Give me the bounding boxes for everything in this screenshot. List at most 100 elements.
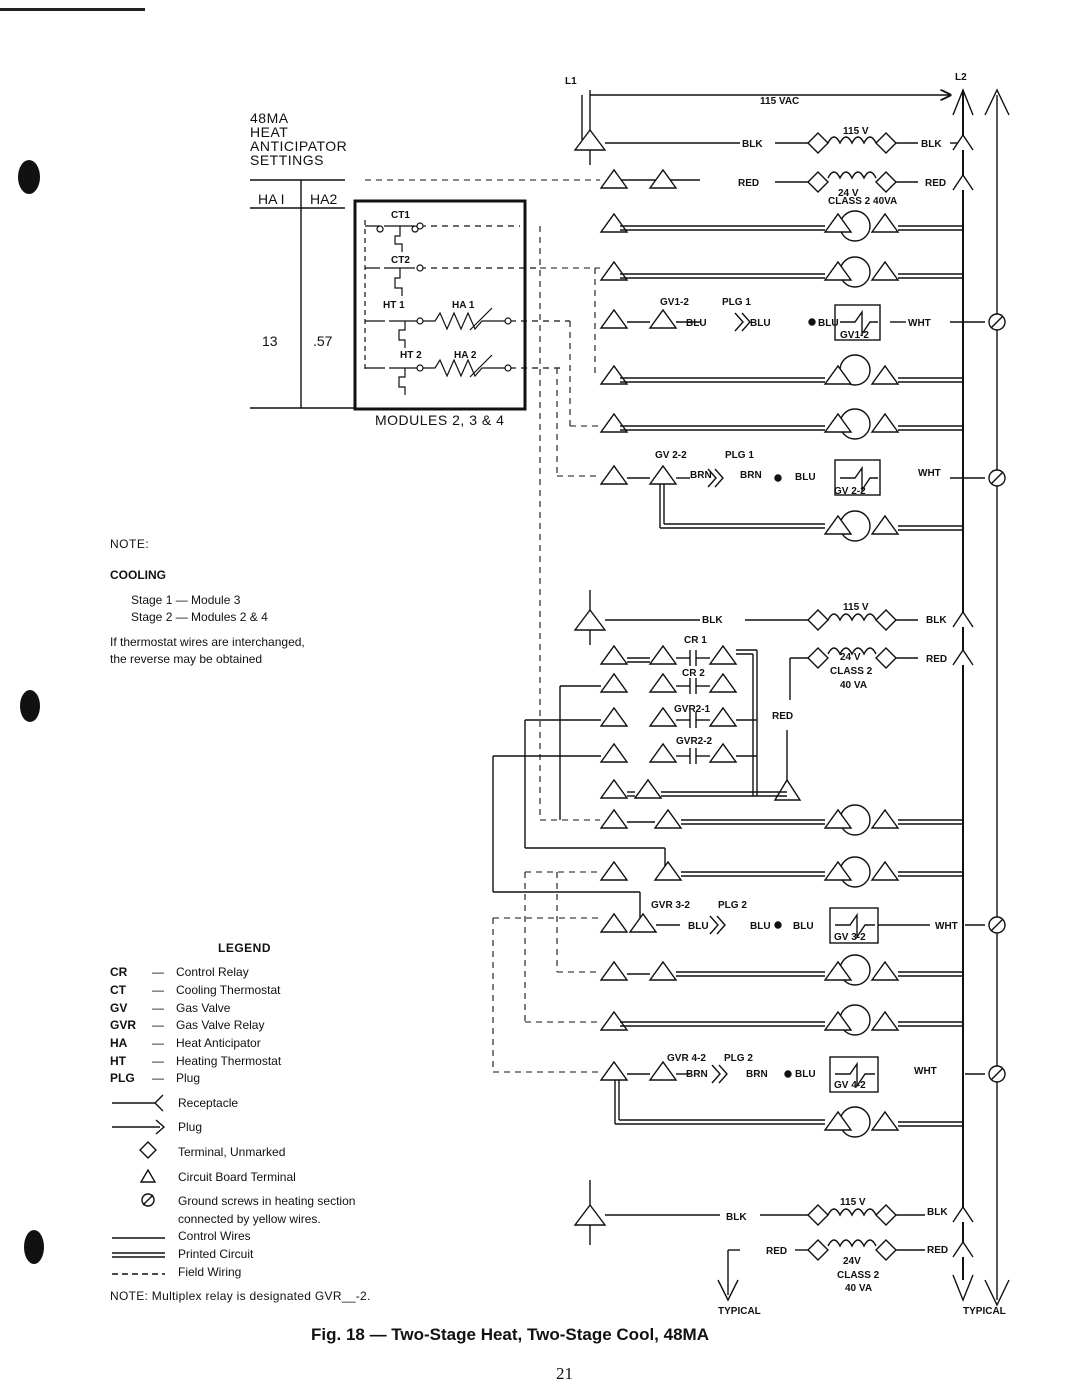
gv2-2-label: GV 2-2 (655, 450, 687, 461)
wire-label-brn: BRN (690, 470, 712, 481)
wire-label-blu: BLU (686, 318, 707, 329)
module-box (353, 199, 527, 411)
plg1-label: PLG 1 (722, 297, 751, 308)
primary-voltage: 115 V (840, 1197, 866, 1208)
wire-label-red: RED (927, 1245, 948, 1256)
wire-label-red: RED (738, 178, 759, 189)
legend-item: GV—Gas Valve (110, 1001, 231, 1015)
gv1-2-label: GV1-2 (660, 297, 689, 308)
transformer-group-2 (573, 590, 974, 801)
terminal-diamond-icon (139, 1141, 157, 1159)
secondary-voltage: 24 V (838, 188, 859, 199)
ht1-label: HT 1 (383, 300, 405, 311)
gv3-2-box-label: GV 3-2 (834, 932, 866, 943)
legend-title: LEGEND (218, 941, 272, 955)
legend-abbr: GV (110, 1001, 128, 1015)
rail-arrow-down (984, 1279, 1010, 1307)
note-label: NOTE: (110, 537, 150, 551)
legend-abbr: PLG (110, 1071, 135, 1085)
legend-item: PLG—Plug (110, 1071, 201, 1085)
wire-label-blk: BLK (702, 615, 723, 626)
thermostat-schematic (364, 220, 570, 395)
wire-label-red: RED (926, 654, 947, 665)
cooling-title: COOLING (110, 568, 166, 582)
wire-label-wht: WHT (908, 318, 931, 329)
header-line1: 48MA (250, 110, 289, 126)
legend-desc: Plug (176, 1071, 201, 1085)
legend-desc: Control Relay (176, 965, 249, 979)
control-wires-label: Control Wires (178, 1229, 251, 1243)
cr2-label: CR 2 (682, 668, 705, 679)
legend-symbols (112, 1094, 166, 1275)
circuit-board-terminal-icon (139, 1168, 157, 1183)
legend-desc: Heat Anticipator (176, 1036, 261, 1050)
figure-caption: Fig. 18 — Two-Stage Heat, Two-Stage Cool… (311, 1325, 709, 1344)
binder-hole (20, 690, 40, 722)
gv2-2-box-label: GV 2-2 (834, 486, 866, 497)
class2-label: CLASS 2 40VA (828, 196, 897, 207)
header-line3: ANTICIPATOR (250, 138, 348, 154)
header-line4: SETTINGS (250, 152, 325, 168)
wire-label-red: RED (925, 178, 946, 189)
wire-label-red: RED (772, 711, 793, 722)
binder-hole (24, 1230, 44, 1264)
wire-label-blu: BLU (795, 1069, 816, 1080)
legend-item: GVR—Gas Valve Relay (110, 1018, 265, 1032)
field-wiring (365, 179, 600, 1073)
settings-col1: HA I (258, 191, 285, 207)
legend-item: HT—Heating Thermostat (110, 1054, 282, 1068)
settings-val1: 13 (262, 333, 278, 349)
plug-label: Plug (178, 1120, 203, 1134)
plg1-label-2: PLG 1 (725, 450, 754, 461)
wire-label-blu: BLU (750, 921, 771, 932)
settings-val2: .57 (313, 333, 333, 349)
wire-label-wht: WHT (935, 921, 958, 932)
wire-label-blu: BLU (750, 318, 771, 329)
rail-arrow-up (984, 88, 1010, 116)
plg2-label-2: PLG 2 (724, 1053, 753, 1064)
transformer-group-3 (573, 1180, 974, 1261)
va-label: 40 VA (840, 680, 867, 691)
legend-abbr: GVR (110, 1018, 137, 1032)
module-4-rows (599, 954, 1006, 1138)
secondary-voltage: 24V (843, 1256, 861, 1267)
receptacle-icon (154, 1094, 164, 1112)
cooling-stage1: Stage 1 — Module 3 (131, 593, 241, 607)
field-wiring-label: Field Wiring (178, 1265, 242, 1279)
cr1-label: CR 1 (684, 635, 707, 646)
vac-label: 115 VAC (760, 96, 799, 107)
ground-label-2: connected by yellow wires. (178, 1212, 321, 1226)
ground-label-1: Ground screws in heating section (178, 1194, 356, 1208)
legend-desc: Gas Valve Relay (176, 1018, 265, 1032)
receptacle-label: Receptacle (178, 1096, 239, 1110)
cooling-line2: the reverse may be obtained (110, 652, 263, 666)
rail-arrow-up-l2 (952, 88, 974, 116)
legend-item: CT—Cooling Thermostat (110, 983, 281, 997)
wire-label-red: RED (766, 1246, 787, 1257)
gv1-2-box-label: GV1-2 (840, 330, 869, 341)
wire-label-blk: BLK (921, 139, 942, 150)
l2-label: L2 (955, 72, 967, 83)
wire-label-wht: WHT (914, 1066, 937, 1077)
top-rule (0, 8, 145, 11)
legend-desc: Gas Valve (176, 1001, 231, 1015)
module-3-rows (599, 804, 1006, 944)
class2-label: CLASS 2 (830, 666, 873, 677)
wire-label-blu: BLU (688, 921, 709, 932)
printed-circuit-label: Printed Circuit (178, 1247, 254, 1261)
plug-icon (155, 1119, 166, 1135)
ct1-label: CT1 (391, 210, 410, 221)
wire-label-blu: BLU (793, 921, 814, 932)
wire-label-brn: BRN (746, 1069, 768, 1080)
cooling-line1: If thermostat wires are interchanged, (110, 635, 305, 649)
gv4-2-box-label: GV 4-2 (834, 1080, 866, 1091)
wire-label-brn: BRN (740, 470, 762, 481)
module-2-rows (599, 210, 1006, 542)
legend-note: NOTE: Multiplex relay is designated GVR_… (110, 1289, 371, 1303)
legend-desc: Cooling Thermostat (176, 983, 281, 997)
terminal-label: Terminal, Unmarked (178, 1145, 286, 1159)
legend-desc: Heating Thermostat (176, 1054, 282, 1068)
gvr4-2-label: GVR 4-2 (667, 1053, 706, 1064)
module-3-contacts (492, 644, 787, 918)
